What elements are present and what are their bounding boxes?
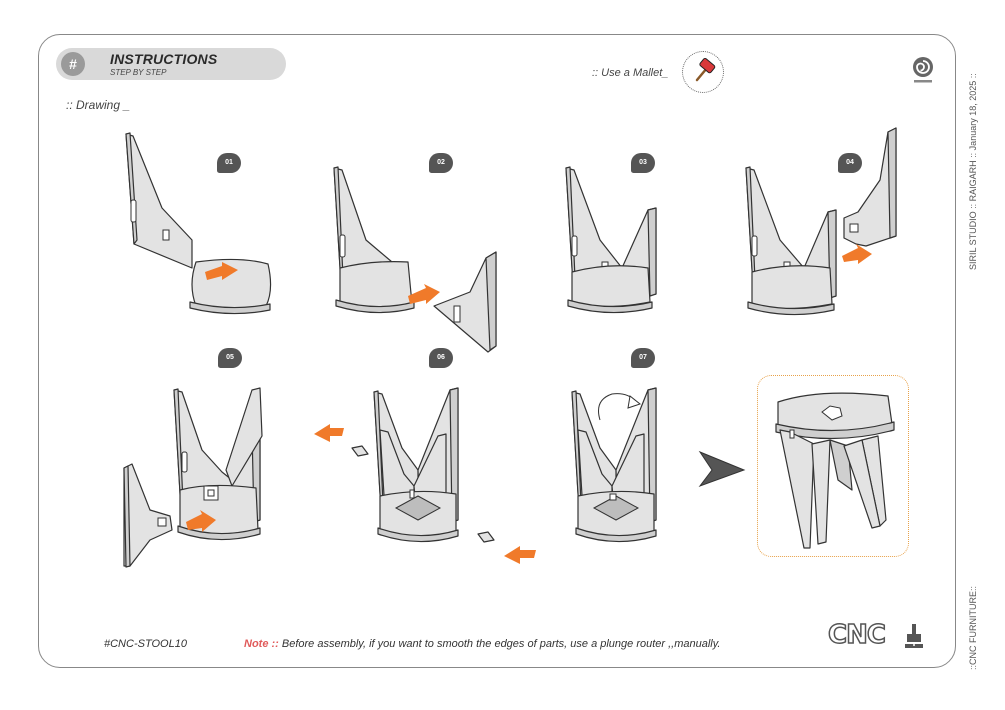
assembly-note: Note :: Before assembly, if you want to … <box>244 638 721 650</box>
step-07-illustration <box>571 387 657 543</box>
note-prefix: Note :: <box>244 638 279 650</box>
result-arrow-icon <box>698 450 746 488</box>
plunge-router-icon <box>904 622 924 650</box>
step-06-illustration <box>314 387 536 564</box>
step-badge-01: 01 <box>217 153 241 173</box>
step-01-illustration <box>125 132 272 315</box>
cnc-brand-logo: CNC <box>827 619 886 651</box>
page-subtitle: STEP BY STEP <box>110 68 167 77</box>
step-badge-05: 05 <box>218 348 242 368</box>
finished-stool-illustration <box>775 392 895 549</box>
step-badge-04: 04 <box>838 153 862 173</box>
finished-product-frame <box>757 375 909 557</box>
page-frame <box>38 34 956 668</box>
section-label: :: Drawing _ <box>66 98 131 112</box>
studio-logo-icon <box>908 53 938 87</box>
mallet-hint: :: Use a Mallet_ <box>592 67 669 79</box>
mallet-icon <box>682 51 724 93</box>
step-badge-06: 06 <box>429 348 453 368</box>
header-pill <box>56 48 286 80</box>
step-badge-07: 07 <box>631 348 655 368</box>
note-text: Before assembly, if you want to smooth t… <box>278 638 721 650</box>
step-03-illustration <box>565 166 657 314</box>
page-title: INSTRUCTIONS <box>110 51 218 67</box>
product-code: #CNC-STOOL10 <box>104 638 187 650</box>
step-05-illustration <box>123 387 263 568</box>
step-02-illustration <box>333 166 497 353</box>
step-badge-02: 02 <box>429 153 453 173</box>
step-04-illustration <box>745 127 897 316</box>
hash-badge: # <box>61 52 85 76</box>
step-badge-03: 03 <box>631 153 655 173</box>
